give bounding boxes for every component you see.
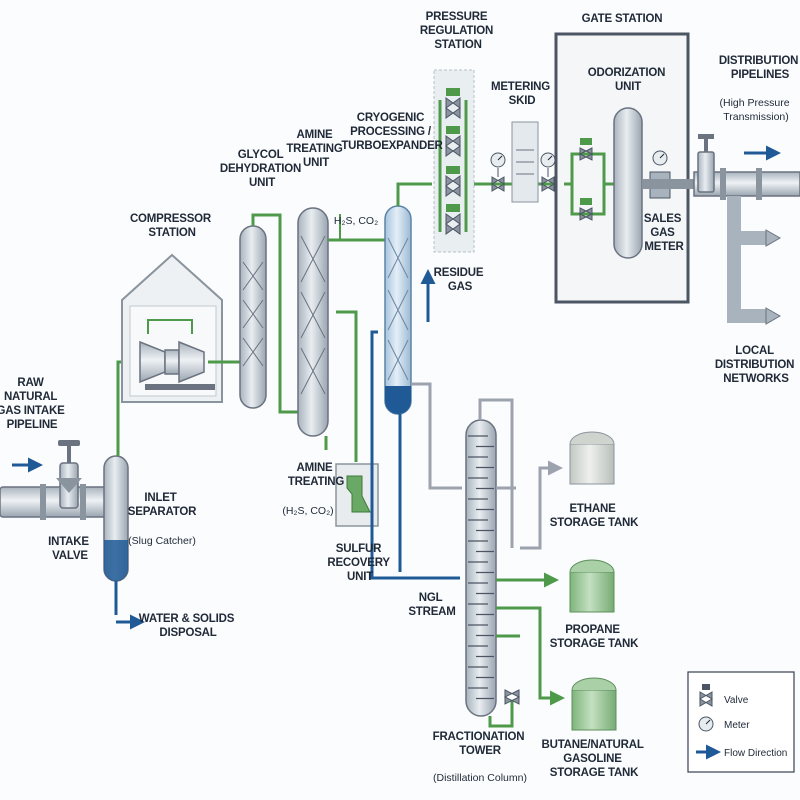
intake-pipeline bbox=[0, 484, 116, 520]
meter-gauge-icon-1 bbox=[490, 152, 506, 177]
metering-valve-icon-2 bbox=[541, 176, 555, 192]
label-fractionation-tower: FRACTIONATION TOWER bbox=[433, 731, 528, 757]
label-amine-treating: AMINE TREATING bbox=[288, 462, 345, 488]
propane-storage-tank bbox=[569, 559, 615, 613]
tower-bottom-line bbox=[488, 700, 514, 728]
amine-treating-column bbox=[297, 207, 329, 437]
tower-bottom-valve-icon bbox=[503, 689, 521, 705]
label-amine-treating-sub: (H₂S, CO₂) bbox=[282, 505, 333, 517]
ngl-stream-line bbox=[370, 330, 460, 580]
glycol-to-amine-line bbox=[251, 213, 298, 414]
ethane-feed-line bbox=[520, 460, 563, 550]
label-local-distribution: LOCAL DISTRIBUTION NETWORKS bbox=[715, 345, 797, 385]
legend: Valve Meter Flow Direction bbox=[687, 671, 795, 773]
label-compressor-station: COMPRESSOR STATION bbox=[130, 213, 214, 239]
legend-meter-icon bbox=[698, 716, 714, 732]
label-inlet-separator-sub: (Slug Catcher) bbox=[128, 535, 196, 547]
fractionation-tower bbox=[465, 419, 497, 717]
cryogenic-turboexpander-column bbox=[384, 205, 412, 415]
amine-to-sulfur-line bbox=[336, 310, 358, 462]
distribution-valve-icon bbox=[697, 134, 715, 193]
label-ngl-stream: NGL STREAM bbox=[408, 592, 455, 618]
label-sales-gas-meter: SALES GAS METER bbox=[644, 213, 685, 253]
local-distribution-branch bbox=[727, 196, 782, 325]
label-odorization-unit: ODORIZATION UNIT bbox=[588, 67, 668, 93]
pressure-regulator-valve-icon-3 bbox=[445, 166, 461, 197]
legend-meter-label: Meter bbox=[724, 720, 750, 731]
inlet-separator bbox=[103, 455, 129, 582]
sales-gas-meter-icon bbox=[649, 150, 671, 199]
tower-overhead-line bbox=[478, 398, 514, 548]
label-fractionation-sub: (Distillation Column) bbox=[433, 772, 527, 784]
glycol-dehydration-column bbox=[239, 225, 267, 409]
label-intake-valve: INTAKE VALVE bbox=[48, 536, 92, 562]
metering-skid bbox=[511, 121, 539, 203]
label-cryogenic-processing: CRYOGENIC PROCESSING / TURBOEXPANDER bbox=[341, 112, 443, 152]
label-gate-station: GATE STATION bbox=[582, 13, 663, 25]
meter-gauge-icon-2 bbox=[540, 152, 556, 177]
odorization-unit-vessel bbox=[613, 107, 643, 259]
label-pressure-regulation: PRESSURE REGULATION STATION bbox=[420, 11, 496, 51]
label-inlet-separator: INLET SEPARATOR bbox=[128, 492, 197, 518]
gate-valve-icon-1 bbox=[578, 138, 594, 161]
metering-valve-icon-1 bbox=[491, 176, 505, 192]
label-residue-gas: RESIDUE GAS bbox=[434, 267, 487, 293]
label-h2s-co2: H₂S, CO₂ bbox=[334, 215, 378, 227]
label-sulfur-recovery: SULFUR RECOVERY UNIT bbox=[327, 543, 392, 583]
label-distribution-sub: (High Pressure Transmission) bbox=[720, 97, 793, 123]
label-ethane-tank: ETHANE STORAGE TANK bbox=[550, 503, 639, 529]
legend-flow-label: Flow Direction bbox=[724, 748, 787, 759]
pressure-regulator-valve-icon-2 bbox=[445, 126, 461, 157]
legend-valve-label: Valve bbox=[724, 695, 749, 706]
label-distribution-pipelines: DISTRIBUTION PIPELINES bbox=[719, 55, 800, 81]
pressure-regulator-valve-icon-1 bbox=[445, 88, 461, 119]
label-butane-tank: BUTANE/NATURAL GASOLINE STORAGE TANK bbox=[542, 739, 647, 779]
recycle-line bbox=[411, 382, 462, 490]
butane-storage-tank bbox=[571, 677, 617, 731]
compressor-icon bbox=[139, 319, 215, 390]
legend-valve-icon bbox=[699, 684, 713, 707]
intake-valve-icon bbox=[56, 440, 82, 509]
label-glycol-dehydration: GLYCOL DEHYDRATION UNIT bbox=[220, 149, 304, 189]
gate-bypass-line bbox=[564, 152, 614, 216]
pressure-regulation-station bbox=[433, 69, 475, 253]
butane-feed-line bbox=[496, 606, 565, 706]
label-propane-tank: PROPANE STORAGE TANK bbox=[550, 624, 639, 650]
label-amine-treating-unit: AMINE TREATING UNIT bbox=[286, 129, 345, 169]
label-raw-gas-intake: RAW NATURAL GAS INTAKE PIPELINE bbox=[0, 377, 68, 431]
compressor-station-building bbox=[121, 253, 223, 403]
tower-trays bbox=[468, 435, 494, 700]
pressure-regulator-valve-icon-4 bbox=[445, 204, 461, 235]
label-metering-skid: METERING SKID bbox=[491, 81, 553, 107]
label-water-solids: WATER & SOLIDS DISPOSAL bbox=[139, 613, 237, 639]
residue-gas-line bbox=[396, 182, 432, 206]
ethane-storage-tank bbox=[569, 431, 615, 485]
gate-valve-icon-2 bbox=[578, 198, 594, 221]
